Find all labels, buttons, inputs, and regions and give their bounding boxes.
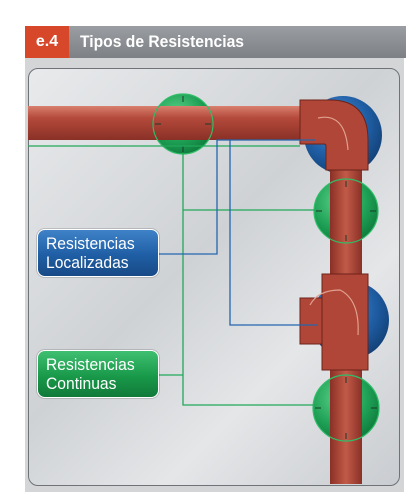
- elbow-fitting-outline: [317, 116, 349, 151]
- localized-label-line1: Resistencias: [46, 234, 135, 253]
- tee-fitting-body: [321, 273, 369, 371]
- localized-connectors: [158, 139, 318, 326]
- circle-tick-marks: [155, 96, 377, 439]
- continuous-connectors: [28, 145, 316, 406]
- continuous-label-line1: Resistencias: [46, 355, 135, 374]
- localized-resistances-label: Resistencias Localizadas: [37, 229, 159, 277]
- figure-number-badge: e.4: [25, 26, 69, 58]
- horizontal-pipe: [28, 106, 328, 140]
- continuous-label-line2: Continuas: [46, 374, 117, 393]
- figure-title: Tipos de Resistencias: [80, 32, 245, 51]
- elbow-fitting: [299, 99, 369, 171]
- figure-header: e.4 Tipos de Resistencias: [0, 0, 406, 62]
- header-band: [25, 26, 406, 58]
- vertical-upper-circle-outline: [313, 178, 379, 244]
- vertical-lower-circle-outline: [312, 374, 380, 442]
- continuous-resistances-label: Resistencias Continuas: [37, 350, 159, 398]
- tee-fitting-outline: [309, 289, 359, 336]
- localized-label-line2: Localizadas: [46, 253, 129, 272]
